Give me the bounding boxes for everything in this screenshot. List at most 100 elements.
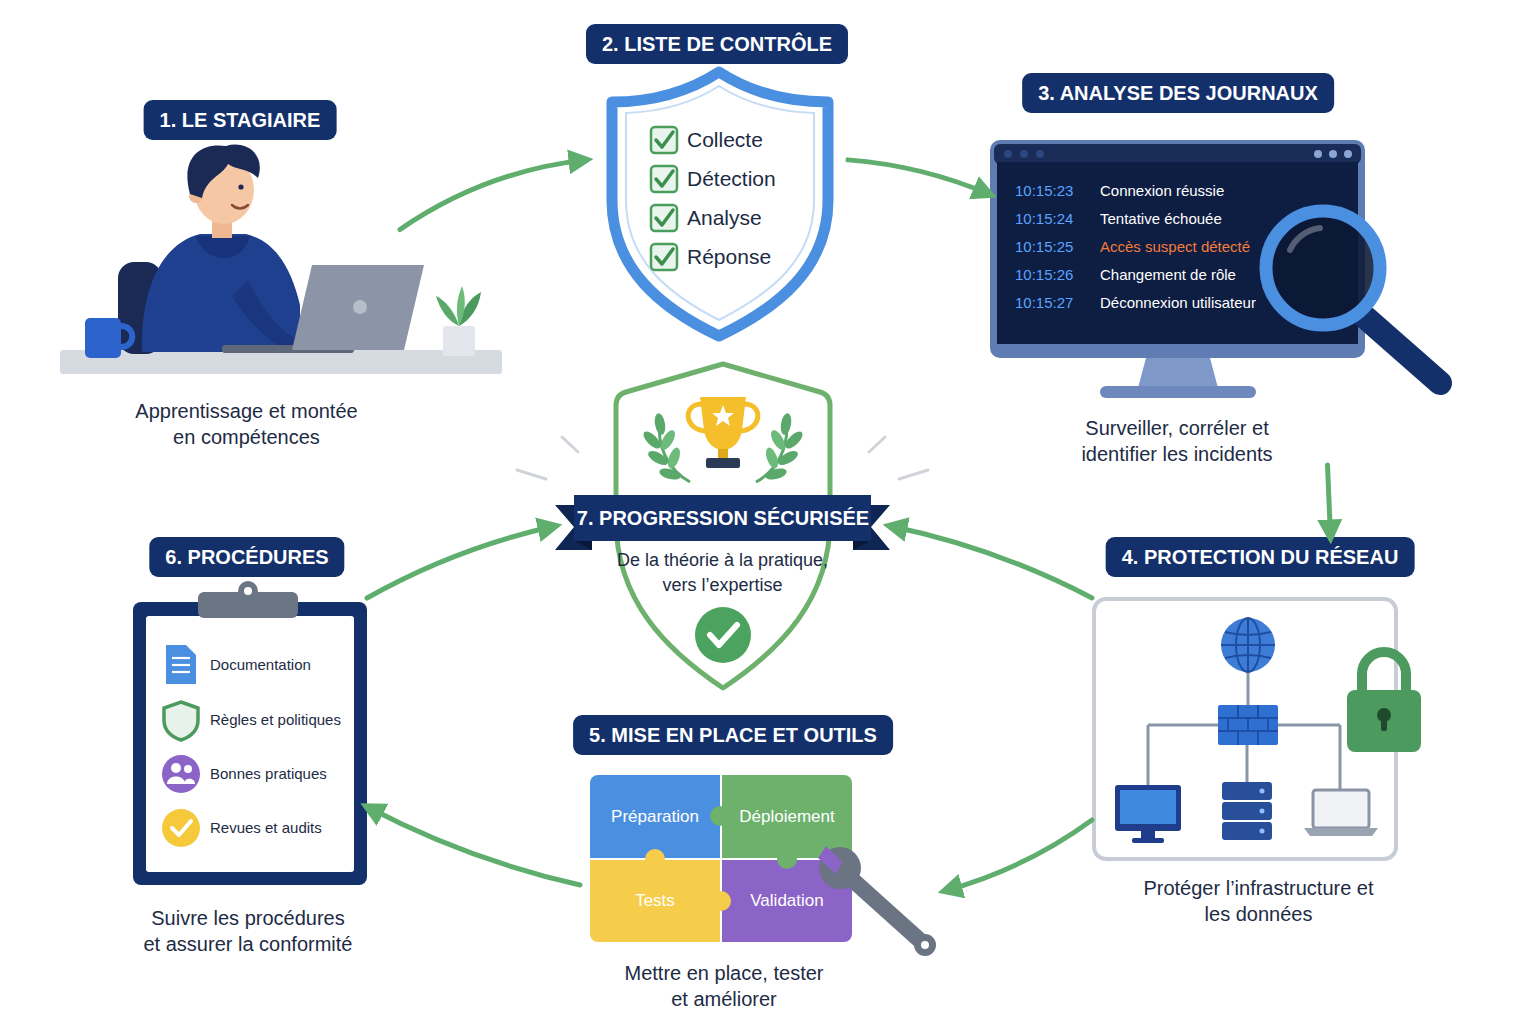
illustration-rect	[1222, 822, 1272, 840]
illustration-path	[626, 86, 814, 320]
illustration-line	[1148, 724, 1218, 727]
illustration-circle	[353, 300, 367, 314]
illustration-path	[436, 296, 459, 326]
illustration-circle	[1260, 829, 1265, 834]
flow-arrow	[1328, 465, 1331, 537]
illustration-path	[656, 132, 673, 147]
section-node: 3. ANALYSE DES JOURNAUX10:15:23Connexion…	[990, 73, 1365, 465]
illustration-rect	[1313, 790, 1369, 828]
illustration-circle	[711, 891, 731, 911]
illustration-circle	[244, 587, 252, 595]
illustration-circle	[777, 849, 797, 869]
illustration-path	[656, 210, 673, 225]
illustration-path	[656, 249, 673, 264]
illustration-ellipse	[658, 466, 682, 481]
illustration-path	[457, 286, 465, 326]
section-node: 2. LISTE DE CONTRÔLECollecteDétectionAna…	[586, 24, 848, 340]
illustration-line	[1278, 724, 1340, 727]
illustration-path	[167, 777, 185, 785]
illustration-line	[172, 664, 190, 666]
illustration-path	[1304, 828, 1378, 836]
laurel	[641, 412, 690, 482]
illustration-rect	[651, 205, 677, 231]
illustration-circle	[162, 755, 200, 793]
illustration-line	[1227, 718, 1229, 731]
illustration-ellipse	[783, 429, 806, 452]
illustration-ellipse	[779, 412, 793, 435]
illustration-circle	[238, 581, 258, 601]
illustration-line	[517, 470, 546, 479]
illustration-circle	[914, 934, 936, 956]
illustration-circle	[819, 847, 861, 889]
section-caption: Surveiller, corréler et identifier les i…	[1062, 415, 1292, 467]
illustration-rect	[1381, 715, 1387, 731]
section-heading: 2. LISTE DE CONTRÔLE	[586, 24, 848, 64]
log-time: 10:15:25	[1015, 237, 1073, 257]
illustration-ellipse	[666, 446, 683, 470]
section-node: 1. LE STAGIAIREApprentissage et montée e…	[100, 100, 400, 450]
flow-arrow	[945, 820, 1092, 891]
illustration-rect	[651, 127, 677, 153]
illustration-circle	[184, 765, 192, 773]
illustration-path	[575, 541, 592, 550]
section-node: 6. PROCÉDURESDocumentationRègles et poli…	[133, 537, 367, 952]
illustration-path	[184, 779, 195, 784]
illustration-line	[562, 437, 578, 452]
illustration-line	[1237, 731, 1239, 745]
illustration-circle	[1221, 618, 1275, 672]
illustration-rect	[1100, 386, 1256, 398]
illustration-ellipse	[776, 448, 800, 468]
illustration-path	[710, 625, 737, 645]
flow-arrow	[890, 526, 1092, 598]
log-time: 10:15:24	[1015, 209, 1073, 229]
section-node: 7. PROGRESSION SÉCURISÉE De la théorie à …	[555, 362, 890, 690]
section-caption: Mettre en place, tester et améliorer	[619, 960, 829, 1012]
illustration-circle	[1266, 211, 1380, 325]
section-caption: De la théorie à la pratique, vers l’expe…	[610, 548, 835, 598]
illustration-line	[1221, 644, 1275, 646]
illustration-ellipse	[764, 466, 788, 481]
illustration-g	[1148, 672, 1340, 790]
section-heading: 3. ANALYSE DES JOURNAUX	[1022, 73, 1334, 113]
illustration-circle	[1036, 150, 1044, 158]
checklist-item: Collecte	[687, 127, 763, 153]
flow-arrow	[367, 526, 555, 598]
procedures-clipboard	[133, 537, 367, 952]
illustration-rect	[718, 449, 728, 459]
illustration-path	[1138, 358, 1218, 388]
illustration-circle	[1329, 150, 1337, 158]
puzzle-overlay	[580, 715, 945, 1008]
puzzle-piece: Déploiement	[722, 775, 852, 858]
illustration-path	[164, 702, 198, 740]
illustration-path	[612, 72, 828, 336]
puzzle-label: Validation	[750, 891, 823, 911]
illustration-line	[1147, 725, 1150, 785]
illustration-rect	[706, 458, 740, 468]
illustration-circle	[1260, 809, 1265, 814]
banner-heading: 7. PROGRESSION SÉCURISÉE	[577, 506, 869, 530]
illustration-path	[166, 645, 196, 684]
illustration-line	[846, 874, 925, 945]
section-heading: 5. MISE EN PLACE ET OUTILS	[573, 715, 893, 755]
illustration-path	[1290, 228, 1320, 250]
log-message: Accès suspect détecté	[1100, 237, 1250, 257]
check-boxes	[651, 127, 677, 270]
illustration-ellipse	[764, 446, 781, 470]
illustration-line	[1247, 718, 1249, 731]
illustration-circle	[1260, 789, 1265, 794]
illustration-line	[1257, 705, 1259, 718]
puzzle-label: Tests	[635, 891, 675, 911]
puzzle-piece: Tests	[590, 860, 720, 942]
log-message: Connexion réussie	[1100, 181, 1224, 201]
illustration-ellipse	[653, 412, 667, 435]
illustration-line	[1366, 318, 1440, 383]
illustration-line	[1257, 731, 1259, 745]
illustration-ellipse	[641, 429, 664, 452]
flow-arrow	[848, 160, 990, 195]
illustration-rect	[1218, 705, 1278, 745]
procedure-item: Documentation	[210, 655, 311, 675]
laurel	[756, 412, 805, 482]
illustration-circle	[645, 849, 665, 869]
illustration-path	[232, 205, 248, 209]
